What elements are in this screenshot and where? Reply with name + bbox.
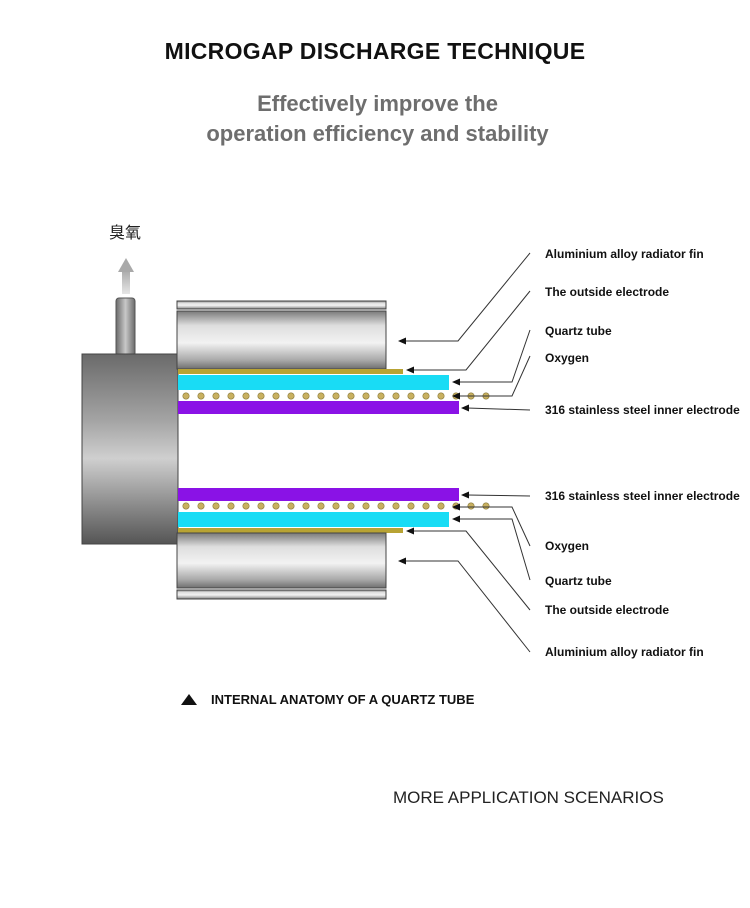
leader-line [458, 518, 531, 581]
arrowhead-icon [398, 557, 406, 565]
label-quartz-tube-top: Quartz tube [545, 324, 612, 338]
leader-line [466, 494, 531, 497]
radiator-fin-top [176, 300, 387, 370]
oxygen-dot [272, 392, 280, 400]
oxygen-dot [242, 502, 250, 510]
oxygen-dot [347, 392, 355, 400]
oxygen-dot [212, 392, 220, 400]
oxygen-dot [227, 502, 235, 510]
label-inner-electrode-bottom: 316 stainless steel inner electrode [545, 489, 740, 503]
outlet-label: 臭氧 [109, 223, 141, 242]
leader-lines [404, 252, 531, 653]
oxygen-dot [242, 392, 250, 400]
label-outside-electrode-bottom: The outside electrode [545, 603, 669, 617]
oxygen-dot [407, 392, 415, 400]
leader-line [458, 329, 531, 383]
inner-electrode-bottom [178, 488, 459, 501]
oxygen-dot [182, 392, 190, 400]
subtitle-line-1: Effectively improve the [257, 91, 498, 116]
subtitle-line-2: operation efficiency and stability [206, 121, 549, 146]
oxygen-dot [407, 502, 415, 510]
label-radiator-fin-top: Aluminium alloy radiator fin [545, 247, 704, 261]
label-oxygen-bottom: Oxygen [545, 539, 589, 553]
leader-line [466, 407, 531, 411]
label-inner-electrode-top: 316 stainless steel inner electrode [545, 403, 740, 417]
leader-arrowheads [398, 337, 469, 565]
oxygen-dot [302, 502, 310, 510]
oxygen-dot [392, 392, 400, 400]
oxygen-dot [347, 502, 355, 510]
oxygen-dot [332, 392, 340, 400]
oxygen-dot [302, 392, 310, 400]
end-cap [81, 353, 179, 545]
leader-line [458, 355, 531, 397]
outside-electrode-top [178, 369, 403, 374]
page-title: MICROGAP DISCHARGE TECHNIQUE [164, 38, 586, 64]
arrowhead-icon [452, 378, 460, 386]
label-quartz-tube-bottom: Quartz tube [545, 574, 612, 588]
diagram-caption: INTERNAL ANATOMY OF A QUARTZ TUBE [181, 692, 474, 707]
oxygen-dot [197, 392, 205, 400]
oxygen-dot [182, 502, 190, 510]
oxygen-dot [332, 502, 340, 510]
oxygen-dot [422, 392, 430, 400]
oxygen-dot [422, 502, 430, 510]
oxygen-dot [287, 392, 295, 400]
oxygen-dot [437, 392, 445, 400]
label-radiator-fin-bottom: Aluminium alloy radiator fin [545, 645, 704, 659]
arrowhead-icon [406, 366, 414, 374]
oxygen-dot [392, 502, 400, 510]
triangle-up-icon [181, 694, 197, 705]
quartz-tube-top [178, 375, 449, 390]
leader-line [404, 560, 531, 653]
oxygen-gap-top [182, 392, 490, 400]
quartz-tube-bottom [178, 512, 449, 527]
label-outside-electrode-top: The outside electrode [545, 285, 669, 299]
oxygen-dot [227, 392, 235, 400]
outlet-pipe [115, 297, 136, 357]
label-oxygen-top: Oxygen [545, 351, 589, 365]
oxygen-dot [437, 502, 445, 510]
oxygen-dot [272, 502, 280, 510]
outlet-arrow-icon [118, 258, 134, 294]
oxygen-dot [362, 392, 370, 400]
caption-text: INTERNAL ANATOMY OF A QUARTZ TUBE [211, 692, 475, 707]
arrowhead-icon [461, 491, 469, 499]
radiator-fin-bottom [176, 532, 387, 600]
arrowhead-icon [452, 515, 460, 523]
arrowhead-icon [398, 337, 406, 345]
oxygen-dot [377, 392, 385, 400]
oxygen-dot [317, 392, 325, 400]
arrowhead-icon [406, 527, 414, 535]
leader-line [412, 530, 531, 611]
oxygen-dot [197, 502, 205, 510]
arrowhead-icon [452, 392, 460, 400]
outside-electrode-bottom [178, 528, 403, 533]
arrowhead-icon [452, 503, 460, 511]
oxygen-dot [362, 502, 370, 510]
leader-line [458, 506, 531, 547]
oxygen-dot [257, 502, 265, 510]
oxygen-dot [287, 502, 295, 510]
arrowhead-icon [461, 404, 469, 412]
leader-line [404, 252, 531, 342]
leader-line [412, 290, 531, 371]
oxygen-dot [377, 502, 385, 510]
oxygen-dot [482, 502, 490, 510]
oxygen-gap-bottom [182, 502, 490, 510]
more-application-scenarios-link[interactable]: MORE APPLICATION SCENARIOS [393, 788, 664, 807]
oxygen-dot [212, 502, 220, 510]
oxygen-dot [317, 502, 325, 510]
inner-electrode-top [178, 401, 459, 414]
oxygen-dot [467, 502, 475, 510]
oxygen-dot [257, 392, 265, 400]
